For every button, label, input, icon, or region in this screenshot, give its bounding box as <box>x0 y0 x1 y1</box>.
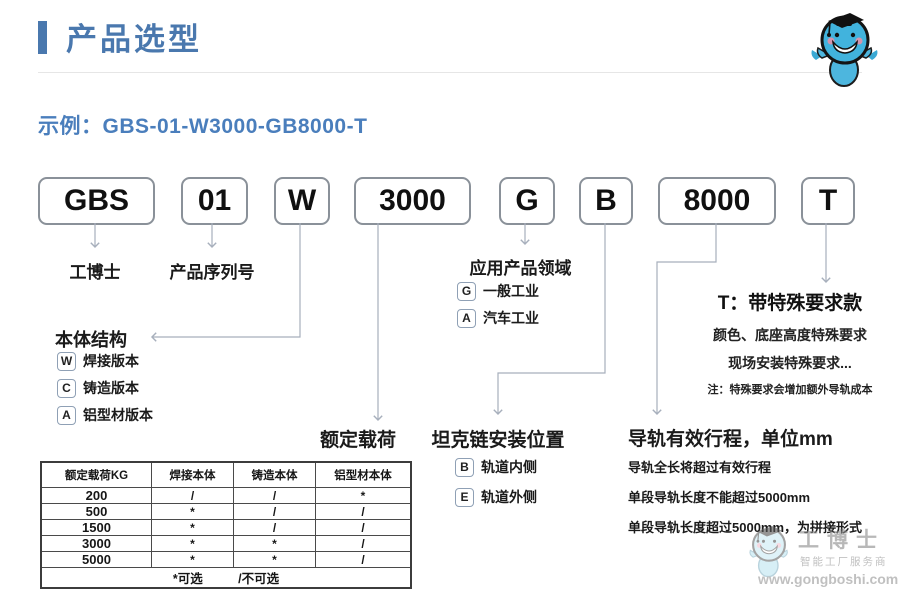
table-header-row: 额定载荷KG 焊接本体 铸造本体 铝型材本体 <box>40 461 412 488</box>
code-box-gbs: GBS <box>38 177 155 225</box>
watermark-tagline: 智能工厂服务商 <box>800 556 888 568</box>
option-cast: C 铸造版本 <box>57 378 153 398</box>
label-rated-load: 额定载荷 <box>319 430 396 451</box>
cell: * <box>151 535 234 552</box>
chip-g: G <box>457 281 476 301</box>
page-title: 产品选型 <box>66 22 202 57</box>
table-row: 1500 * / / <box>40 519 412 536</box>
special-title: T：带特殊要求款 <box>717 293 863 314</box>
cell: / <box>315 535 412 552</box>
table-row: 200 / / * <box>40 487 412 504</box>
example-code: GBS-01-W3000-GB8000-T <box>102 115 368 138</box>
option-label: 轨道内侧 <box>481 459 537 475</box>
cell: * <box>151 551 234 568</box>
legend-optional: *可选 <box>172 572 203 586</box>
body-structure-options: W 焊接版本 C 铸造版本 A 铝型材版本 <box>57 351 153 432</box>
cell: * <box>233 535 316 552</box>
chip-w: W <box>57 351 76 371</box>
label-body-structure-title: 本体结构 <box>55 330 127 350</box>
special-note: 注：特殊要求会增加额外导轨成本 <box>707 384 873 396</box>
code-box-b: B <box>579 177 633 225</box>
chip-a: A <box>457 308 476 328</box>
header-divider <box>38 72 862 73</box>
col-header: 额定载荷KG <box>40 461 152 488</box>
table-row: 5000 * * / <box>40 551 412 568</box>
cell: / <box>151 487 234 504</box>
label-rail-travel-title: 导轨有效行程，单位mm <box>628 429 833 450</box>
special-line: 现场安装特殊要求... <box>728 355 852 371</box>
cell: * <box>151 519 234 536</box>
label-application-title: 应用产品领域 <box>469 259 572 278</box>
option-rail-outside: E 轨道外侧 <box>455 487 537 507</box>
table-footer-row: *可选 /不可选 <box>40 567 412 589</box>
option-label: 汽车工业 <box>483 310 539 326</box>
table-row: 500 * / / <box>40 503 412 520</box>
cell: / <box>233 519 316 536</box>
cell: * <box>315 487 412 504</box>
label-serial: 产品序列号 <box>169 263 255 282</box>
label-tank-chain-title: 坦克链安装位置 <box>431 430 565 451</box>
title-accent-bar <box>38 21 47 54</box>
code-box-g: G <box>499 177 555 225</box>
cell: / <box>233 503 316 520</box>
option-label: 铝型材版本 <box>83 407 153 423</box>
code-box-3000: 3000 <box>354 177 471 225</box>
option-label: 焊接版本 <box>83 353 139 369</box>
option-aluminum: A 铝型材版本 <box>57 405 153 425</box>
chip-e: E <box>455 487 474 507</box>
cell: 3000 <box>40 535 152 552</box>
label-brand: 工博士 <box>69 263 121 282</box>
code-box-t: T <box>801 177 855 225</box>
cell: 1500 <box>40 519 152 536</box>
watermark-brand: 工博士 <box>798 528 885 552</box>
col-header: 焊接本体 <box>151 461 234 488</box>
watermark: 工博士 智能工厂服务商 www.gongboshi.com <box>742 514 900 594</box>
example-code-line: 示例：GBS-01-W3000-GB8000-T <box>38 110 367 140</box>
load-option-table: 额定载荷KG 焊接本体 铸造本体 铝型材本体 200 / / * 500 * /… <box>40 461 412 589</box>
cell: 5000 <box>40 551 152 568</box>
chip-a2: A <box>57 405 76 425</box>
cell: 500 <box>40 503 152 520</box>
legend-not-optional: /不可选 <box>238 572 280 586</box>
rail-travel-note: 单段导轨长度超过5000mm，为拼接形式 <box>628 520 863 535</box>
option-label: 轨道外侧 <box>481 489 537 505</box>
cell: / <box>315 551 412 568</box>
col-header: 铝型材本体 <box>315 461 412 488</box>
code-box-8000: 8000 <box>658 177 776 225</box>
cell: * <box>151 503 234 520</box>
chip-c: C <box>57 378 76 398</box>
example-label: 示例： <box>38 115 103 138</box>
cell: / <box>315 519 412 536</box>
cell: / <box>315 503 412 520</box>
option-auto-industry: A 汽车工业 <box>457 308 539 328</box>
option-welded: W 焊接版本 <box>57 351 153 371</box>
option-label: 一般工业 <box>483 283 539 299</box>
watermark-mascot-icon <box>749 526 788 578</box>
application-options: G 一般工业 A 汽车工业 <box>457 281 539 335</box>
rail-travel-note: 导轨全长将超过有效行程 <box>628 460 772 475</box>
gongboshi-mascot-icon <box>811 13 878 87</box>
option-general-industry: G 一般工业 <box>457 281 539 301</box>
rail-travel-notes: 导轨全长将超过有效行程 单段导轨长度不能超过5000mm 单段导轨长度超过500… <box>628 457 862 547</box>
watermark-url: www.gongboshi.com <box>758 571 899 587</box>
rail-travel-note: 单段导轨长度不能超过5000mm <box>628 490 811 505</box>
code-box-01: 01 <box>181 177 248 225</box>
special-requirement-block: T：带特殊要求款 颜色、底座高度特殊要求 现场安装特殊要求... 注：特殊要求会… <box>690 288 890 397</box>
tank-chain-options: B 轨道内侧 E 轨道外侧 <box>455 457 537 514</box>
option-label: 铸造版本 <box>83 380 139 396</box>
table-row: 3000 * * / <box>40 535 412 552</box>
cell: / <box>233 487 316 504</box>
cell: * <box>233 551 316 568</box>
code-box-w: W <box>274 177 330 225</box>
cell: 200 <box>40 487 152 504</box>
table-legend: *可选 /不可选 <box>40 567 412 589</box>
col-header: 铸造本体 <box>233 461 316 488</box>
chip-b: B <box>455 457 474 477</box>
special-line: 颜色、底座高度特殊要求 <box>713 327 867 343</box>
option-rail-inside: B 轨道内侧 <box>455 457 537 477</box>
